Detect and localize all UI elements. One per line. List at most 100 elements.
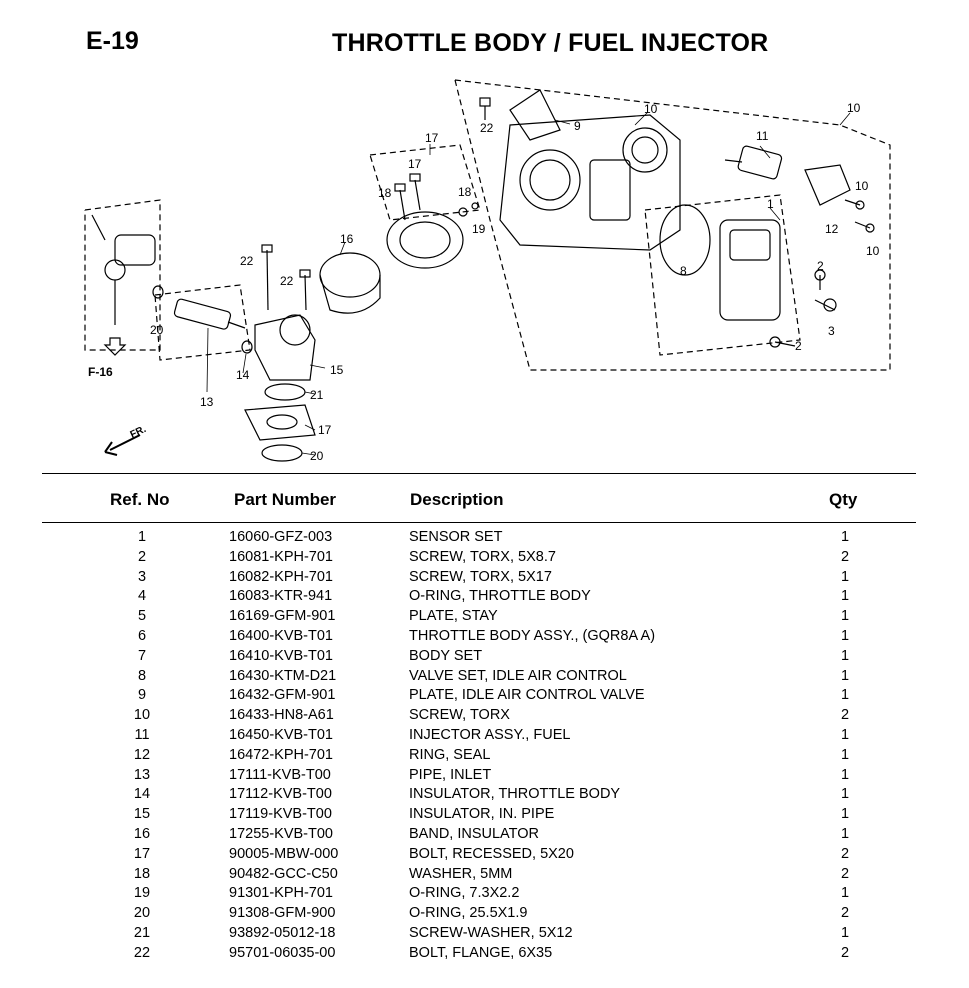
ref-no-cell: 12 (133, 746, 151, 763)
description-cell: BOLT, FLANGE, 6X35 (409, 944, 553, 961)
ref-no-cell: 22 (133, 944, 151, 961)
part-number-cell: 93892-05012-18 (229, 924, 336, 941)
description-cell: SCREW, TORX, 5X17 (409, 568, 552, 585)
description-cell: O-RING, THROTTLE BODY (409, 588, 591, 605)
injector-boundary (154, 284, 251, 361)
qty-cell: 2 (840, 845, 850, 862)
ref-no-cell: 17 (133, 845, 151, 862)
screw-2 (814, 269, 826, 290)
part-number-cell: 91301-KPH-701 (229, 885, 333, 902)
ref-no-cell: 7 (137, 647, 147, 664)
part-number-cell: 16169-GFM-901 (229, 608, 336, 625)
assembly-boundary-6 (454, 79, 891, 371)
part-number-cell: 17119-KVB-T00 (229, 806, 332, 823)
part-number-cell: 16083-KTR-941 (229, 588, 333, 605)
qty-cell: 1 (840, 806, 850, 823)
front-direction-arrow (104, 434, 141, 456)
screw-2b (769, 336, 796, 348)
ref-no-cell: 9 (137, 687, 147, 704)
callout: 1 (767, 197, 774, 211)
band-boundary-16 (369, 144, 481, 221)
qty-cell: 1 (840, 766, 850, 783)
description-cell: SCREW, TORX (409, 707, 510, 724)
qty-cell: 1 (840, 588, 850, 605)
qty-cell: 1 (840, 924, 850, 941)
part-number-cell: 95701-06035-00 (229, 944, 336, 961)
qty-cell: 1 (840, 667, 850, 684)
description-cell: BAND, INSULATOR (409, 825, 539, 842)
col-header-part-number: Part Number (234, 490, 337, 509)
direction-label: FR. (129, 424, 148, 441)
ref-no-cell: 11 (134, 726, 150, 743)
washer-18 (458, 207, 468, 217)
col-header-ref: Ref. No (110, 490, 170, 509)
screw-21 (479, 97, 491, 120)
qty-cell: 1 (840, 529, 850, 545)
qty-cell: 1 (840, 687, 850, 704)
callout: 11 (756, 129, 769, 143)
part-number-cell: 16472-KPH-701 (229, 746, 333, 763)
qty-cell: 1 (840, 825, 850, 842)
ref-no-cell: 13 (133, 766, 151, 783)
o-ring-20 (264, 383, 306, 401)
part-number-cell: 16433-HN8-A61 (229, 707, 334, 724)
callout: 17 (408, 157, 422, 171)
ref-no-cell: 14 (133, 786, 151, 803)
description-cell: INJECTOR ASSY., FUEL (409, 726, 571, 743)
ref-no-cell: 18 (133, 865, 151, 882)
callout: 8 (680, 264, 687, 278)
description-cell: O-RING, 25.5X1.9 (409, 905, 528, 922)
col-header-description: Description (410, 490, 504, 509)
fuel-injector-11 (173, 298, 246, 330)
part-number-cell: 16450-KVB-T01 (229, 726, 333, 743)
ref-no-cell: 4 (137, 588, 147, 605)
o-ring-4 (659, 204, 711, 276)
ref-no-cell: 8 (137, 667, 147, 684)
ref-no-cell: 2 (137, 548, 147, 565)
ref-no-cell: 21 (133, 924, 151, 941)
description-cell: INSULATOR, IN. PIPE (409, 806, 555, 823)
callout: 2 (817, 259, 824, 273)
washer-18b (471, 202, 479, 210)
col-header-qty: Qty (829, 490, 858, 509)
description-cell: BOLT, RECESSED, 5X20 (409, 845, 574, 862)
insulator-14 (319, 252, 381, 314)
idle-air-control-valve-8 (724, 145, 783, 180)
description-cell: VALVE SET, IDLE AIR CONTROL (409, 667, 627, 684)
callout: 16 (340, 232, 354, 246)
description-cell: THROTTLE BODY ASSY., (GQR8A A) (409, 627, 656, 644)
part-number-cell: 16410-KVB-T01 (229, 647, 333, 664)
ref-no-cell: 19 (133, 885, 151, 902)
o-ring-20b (261, 444, 303, 462)
callout: 22 (240, 254, 254, 268)
ref-label: F-16 (88, 365, 113, 379)
inlet-pipe-13 (254, 314, 316, 381)
callout-labels: 10 10 1 11 9 22 8 2 3 2 12 10 10 17 17 1… (88, 101, 880, 463)
callout: 22 (480, 121, 494, 135)
qty-cell: 1 (840, 786, 850, 803)
part-number-cell: 91308-GFM-900 (229, 905, 336, 922)
ref-no-cell: 5 (137, 608, 147, 625)
callout: 14 (236, 368, 250, 382)
table-top-rule (42, 473, 916, 474)
part-number-cell: 16081-KPH-701 (229, 548, 333, 565)
screw-3 (814, 298, 837, 312)
callout: 15 (330, 363, 344, 377)
ref-no-cell: 16 (133, 825, 151, 842)
ref-no-cell: 6 (137, 627, 147, 644)
bolt-22b (299, 269, 311, 311)
